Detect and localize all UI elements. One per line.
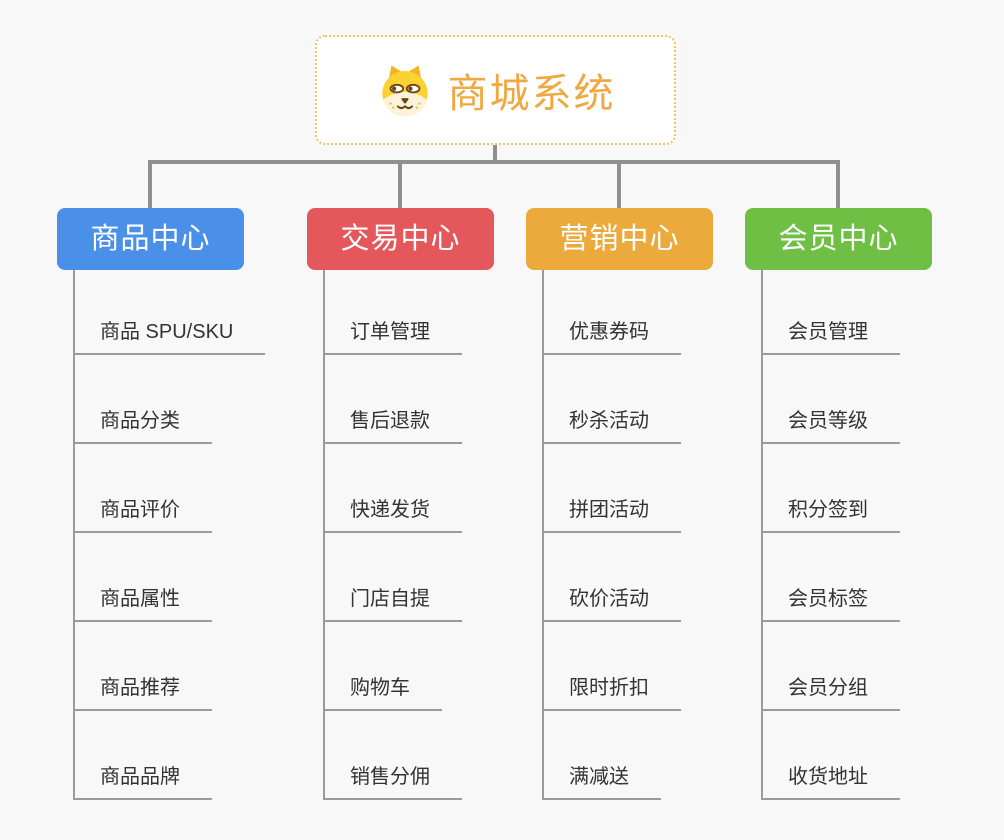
leaf-node[interactable]: 购物车 bbox=[323, 677, 442, 711]
leaf-node[interactable]: 秒杀活动 bbox=[542, 410, 681, 444]
leaf-node[interactable]: 限时折扣 bbox=[542, 677, 681, 711]
leaf-node[interactable]: 收货地址 bbox=[761, 766, 900, 800]
root-title: 商城系统 bbox=[447, 72, 616, 116]
leaf-node[interactable]: 商品推荐 bbox=[73, 677, 212, 711]
connector-bus bbox=[148, 160, 840, 164]
connector-drop-2 bbox=[398, 160, 402, 208]
branch-box-trade[interactable]: 交易中心 bbox=[307, 208, 494, 270]
leaf-node[interactable]: 积分签到 bbox=[761, 499, 900, 533]
branch-box-marketing[interactable]: 营销中心 bbox=[526, 208, 713, 270]
leaf-node[interactable]: 销售分佣 bbox=[323, 766, 462, 800]
leaf-node[interactable]: 售后退款 bbox=[323, 410, 462, 444]
leaf-node[interactable]: 优惠券码 bbox=[542, 321, 681, 355]
leaf-node[interactable]: 会员分组 bbox=[761, 677, 900, 711]
leaf-node[interactable]: 砍价活动 bbox=[542, 588, 681, 622]
leaf-node[interactable]: 拼团活动 bbox=[542, 499, 681, 533]
leaf-node[interactable]: 满减送 bbox=[542, 766, 661, 800]
leaf-node[interactable]: 商品评价 bbox=[73, 499, 212, 533]
leaf-node[interactable]: 会员标签 bbox=[761, 588, 900, 622]
branch-box-member[interactable]: 会员中心 bbox=[745, 208, 932, 270]
leaf-node[interactable]: 门店自提 bbox=[323, 588, 462, 622]
shiba-dog-icon bbox=[381, 65, 428, 117]
leaf-node[interactable]: 商品品牌 bbox=[73, 766, 212, 800]
branch-box-product[interactable]: 商品中心 bbox=[57, 208, 244, 270]
leaf-node[interactable]: 快递发货 bbox=[323, 499, 462, 533]
connector-root-stub bbox=[493, 145, 497, 162]
leaf-node[interactable]: 订单管理 bbox=[323, 321, 462, 355]
branch-trunk-line bbox=[323, 270, 325, 800]
connector-drop-3 bbox=[617, 160, 621, 208]
leaf-node[interactable]: 商品 SPU/SKU bbox=[73, 321, 266, 355]
connector-drop-1 bbox=[148, 160, 152, 208]
leaf-node[interactable]: 商品分类 bbox=[73, 410, 212, 444]
leaf-node[interactable]: 会员管理 bbox=[761, 321, 900, 355]
leaf-node[interactable]: 商品属性 bbox=[73, 588, 212, 622]
branch-trunk-line bbox=[73, 270, 75, 800]
root-node[interactable]: 商城系统 bbox=[315, 35, 676, 145]
branch-trunk-line bbox=[761, 270, 763, 800]
leaf-node[interactable]: 会员等级 bbox=[761, 410, 900, 444]
connector-drop-4 bbox=[836, 160, 840, 208]
branch-trunk-line bbox=[542, 270, 544, 800]
